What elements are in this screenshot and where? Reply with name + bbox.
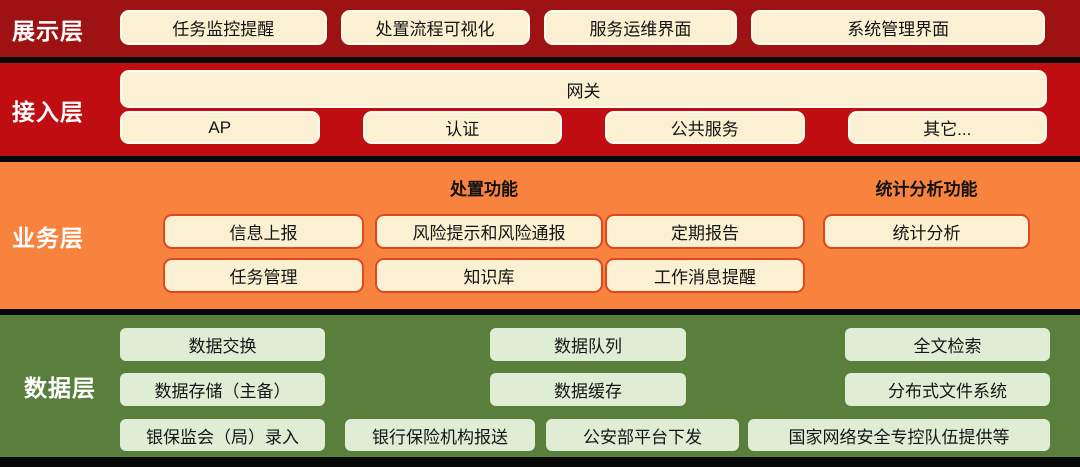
layer-band-data: 数据层 数据交换 数据队列 全文检索 数据存储（主备） 数据缓存 分布式文件系统… <box>0 315 1080 457</box>
box-risk-alert-and-notification: 风险提示和风险通报 <box>375 214 603 249</box>
box-periodic-report: 定期报告 <box>605 214 805 249</box>
box-service-ops-ui: 服务运维界面 <box>543 10 738 45</box>
box-data-storage-primary-backup: 数据存储（主备） <box>120 373 325 406</box>
box-task-monitor-alert: 任务监控提醒 <box>120 10 327 45</box>
box-cbirc-bureau-entry: 银保监会（局）录入 <box>120 419 325 451</box>
box-data-cache: 数据缓存 <box>490 373 686 406</box>
box-data-exchange: 数据交换 <box>120 328 325 361</box>
box-system-admin-ui: 系统管理界面 <box>751 10 1046 45</box>
box-work-message-alert: 工作消息提醒 <box>605 258 805 293</box>
layer-band-access: 接入层 网关 AP 认证 公共服务 其它... <box>0 63 1080 156</box>
layer-label-data: 数据层 <box>24 375 96 401</box>
box-ap: AP <box>120 111 320 144</box>
access-layer-row: AP 认证 公共服务 其它... <box>120 111 1047 144</box>
layer-band-business: 业务层 处置功能 统计分析功能 信息上报 风险提示和风险通报 定期报告 统计分析… <box>0 162 1080 309</box>
header-statistics-functions: 统计分析功能 <box>875 179 978 199</box>
box-others: 其它... <box>847 111 1047 144</box>
box-public-services: 公共服务 <box>605 111 805 144</box>
box-fulltext-search: 全文检索 <box>845 328 1050 361</box>
gateway-bar: 网关 <box>120 70 1047 108</box>
box-process-flow-visualization: 处置流程可视化 <box>340 10 530 45</box>
box-task-management: 任务管理 <box>163 258 364 293</box>
box-bank-insurance-institution-report: 银行保险机构报送 <box>345 419 535 451</box>
layer-label-business: 业务层 <box>12 224 84 251</box>
box-knowledge-base: 知识库 <box>375 258 603 293</box>
layer-label-display: 展示层 <box>12 17 84 44</box>
box-national-cybersecurity-control-team: 国家网络安全专控队伍提供等 <box>748 419 1050 451</box>
box-info-report: 信息上报 <box>163 214 364 249</box>
display-layer-row: 任务监控提醒 处置流程可视化 服务运维界面 系统管理界面 <box>120 10 1046 45</box>
layer-label-access: 接入层 <box>12 98 84 125</box>
header-disposal-functions: 处置功能 <box>450 179 518 199</box>
layer-band-display: 展示层 任务监控提醒 处置流程可视化 服务运维界面 系统管理界面 <box>0 0 1080 57</box>
box-statistical-analysis: 统计分析 <box>823 214 1030 249</box>
box-data-queue: 数据队列 <box>490 328 686 361</box>
box-distributed-file-system: 分布式文件系统 <box>845 373 1050 406</box>
box-authentication: 认证 <box>362 111 562 144</box>
box-mps-platform-dispatch: 公安部平台下发 <box>546 419 739 451</box>
